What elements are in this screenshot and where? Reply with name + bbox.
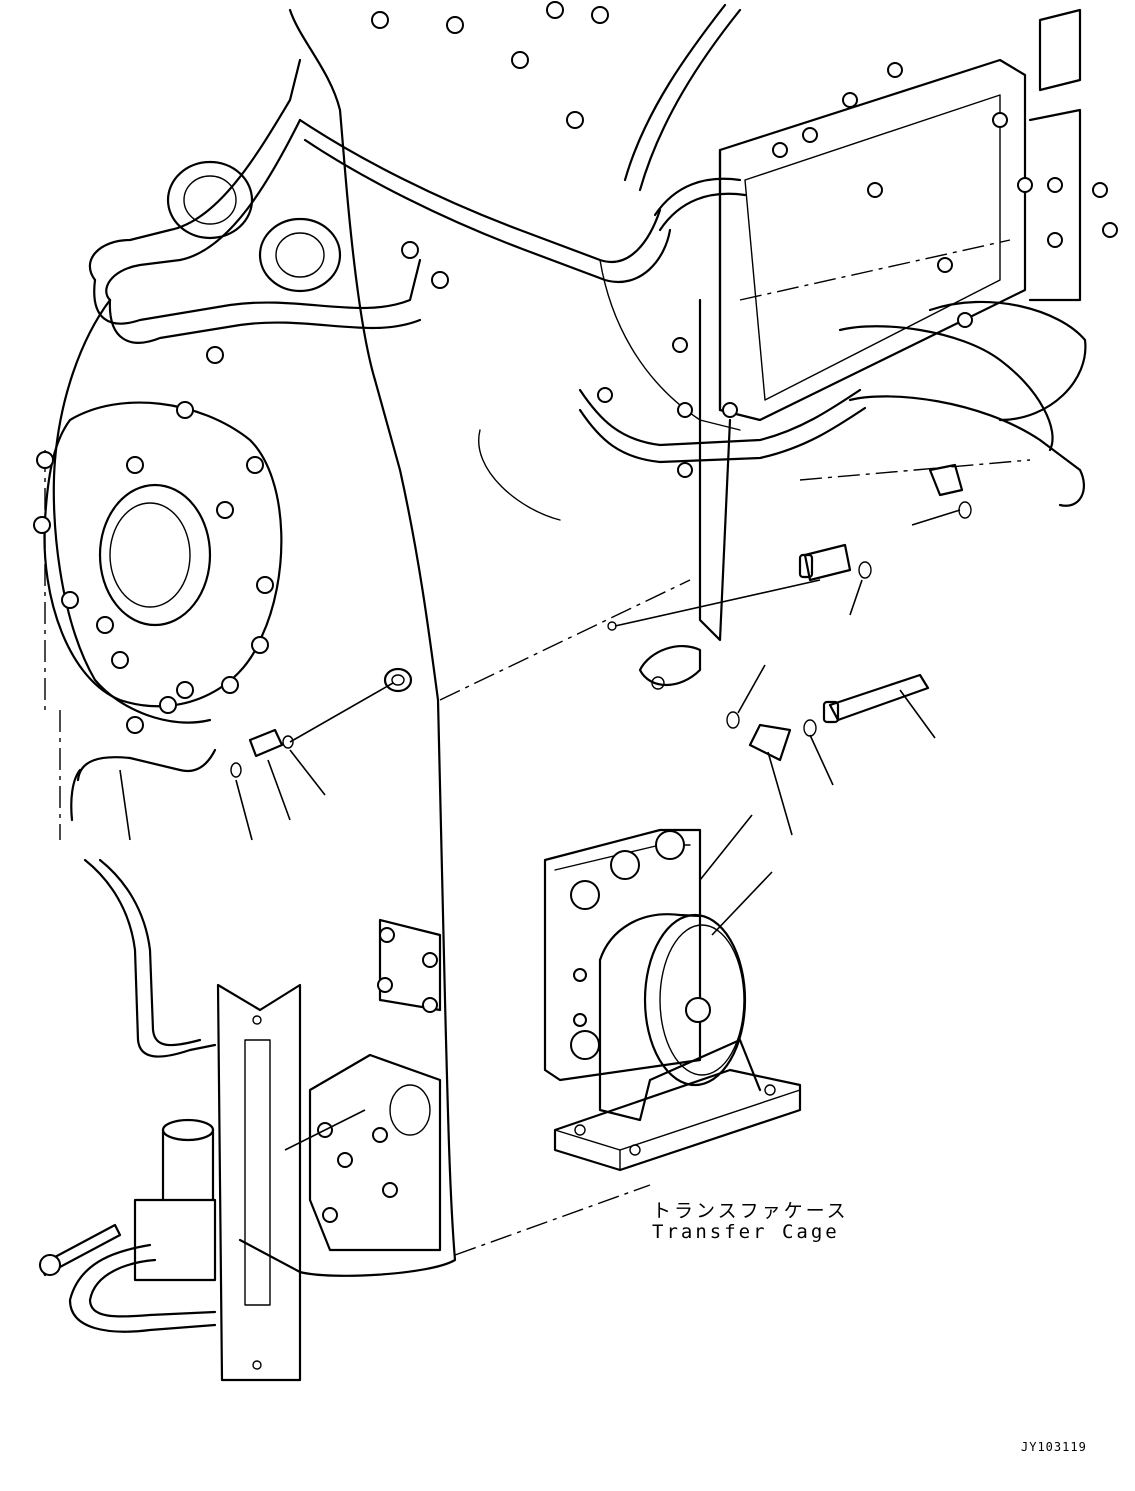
left-flange-cover (33, 346, 283, 734)
upper-hoses (88, 3, 747, 344)
hose-bracket (578, 298, 867, 690)
caption-english: Transfer Cage (652, 1221, 840, 1243)
cover-plates (308, 918, 442, 1252)
transmission-housing (44, 8, 1031, 1277)
drawing-id: JY103119 (1021, 1440, 1087, 1454)
control-valve-block (718, 8, 1118, 507)
leader-lines (119, 509, 961, 1151)
exploded-fittings-left (230, 667, 413, 778)
transfer-case (543, 828, 802, 1172)
exploded-fittings-right (607, 463, 972, 762)
caption-japanese: トランスファケース (652, 1200, 849, 1222)
upper-ports (166, 1, 609, 293)
sight-gauge-assembly (38, 748, 302, 1382)
